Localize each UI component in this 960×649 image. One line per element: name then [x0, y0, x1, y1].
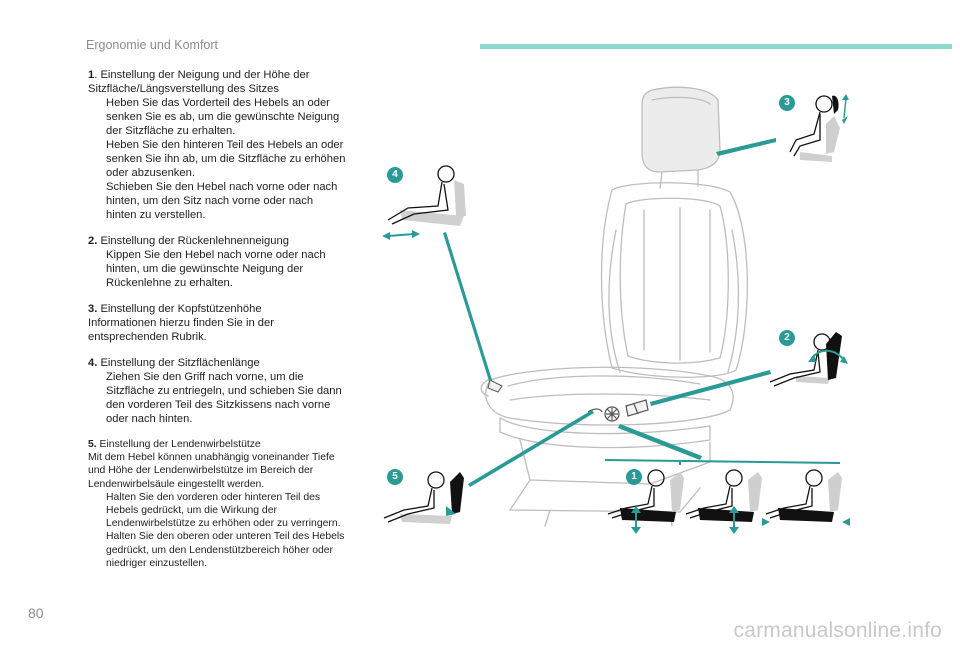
pictogram-seat-slide	[762, 469, 850, 526]
instructions-column: 1. Einstellung der Neigung und der Höhe …	[88, 68, 346, 582]
seat-backrest	[600, 182, 748, 378]
badge-1: 1	[626, 469, 642, 485]
section-1-heading: 1. Einstellung der Neigung und der Höhe …	[88, 69, 310, 95]
section-5-bullet-2: Halten Sie den oberen oder unteren Teil …	[106, 531, 345, 569]
pictogram-lumbar	[383, 471, 464, 524]
seat-length-lever	[487, 379, 503, 393]
section-5-bullet-1: Halten Sie den vorderen oder hinteren Te…	[106, 491, 341, 530]
section-title: Ergonomie und Komfort	[86, 38, 219, 52]
callout-pointer-1	[618, 424, 702, 460]
section-1: 1. Einstellung der Neigung und der Höhe …	[88, 68, 346, 222]
page-number: 80	[28, 605, 44, 621]
badge-4: 4	[387, 167, 403, 183]
section-1-bullet-1: Heben Sie das Vorderteil des Hebels an o…	[106, 97, 340, 137]
badge-3: 3	[779, 95, 795, 111]
pictogram-cushion-length	[382, 165, 466, 240]
section-2: 2. Einstellung der Rückenlehnenneigung K…	[88, 234, 346, 290]
seat-side-controls	[587, 399, 649, 422]
badge-5: 5	[387, 469, 403, 485]
badge-2: 2	[779, 330, 795, 346]
section-4-bullet-1: Ziehen Sie den Griff nach vorne, um die …	[106, 371, 342, 425]
pictogram-cushion-height	[685, 469, 762, 534]
section-3-body: Informationen hierzu finden Sie in der e…	[88, 317, 274, 343]
section-4-heading: 4. Einstellung der Sitzflächenlänge	[88, 357, 260, 369]
section-5: 5. Einstellung der Lendenwirbelstütze Mi…	[88, 438, 346, 570]
callout-pointer-4	[443, 232, 492, 381]
section-5-heading: 5. Einstellung der Lendenwirbelstütze	[88, 439, 261, 450]
section-1-bullet-3: Schieben Sie den Hebel nach vorne oder n…	[106, 181, 338, 221]
seat-illustration	[382, 86, 850, 534]
callout-pointer-3	[716, 138, 776, 156]
pictogram-headrest-height	[789, 94, 849, 162]
callout-pointer-2	[650, 370, 771, 406]
watermark: carmanualsonline.info	[733, 619, 942, 642]
section-3: 3. Einstellung der Kopfstützenhöhe Infor…	[88, 302, 346, 344]
section-2-heading: 2. Einstellung der Rückenlehnenneigung	[88, 235, 289, 247]
section-1-bullet-2: Heben Sie den hinteren Teil des Hebels a…	[106, 139, 346, 179]
header-accent-bar	[480, 44, 952, 49]
pictogram-cushion-tilt	[607, 469, 684, 534]
callout-1-bracket	[604, 459, 841, 465]
section-4: 4. Einstellung der Sitzflächenlänge Zieh…	[88, 356, 346, 426]
section-3-heading: 3. Einstellung der Kopfstützenhöhe	[88, 303, 262, 315]
callout-pointer-5	[468, 410, 594, 487]
seat-cushion	[485, 366, 734, 426]
pictogram-backrest-tilt	[769, 332, 848, 387]
section-2-bullet-1: Kippen Sie den Hebel nach vorne oder nac…	[106, 249, 326, 289]
section-5-body: Mit dem Hebel können unabhängig voneinan…	[88, 452, 335, 490]
